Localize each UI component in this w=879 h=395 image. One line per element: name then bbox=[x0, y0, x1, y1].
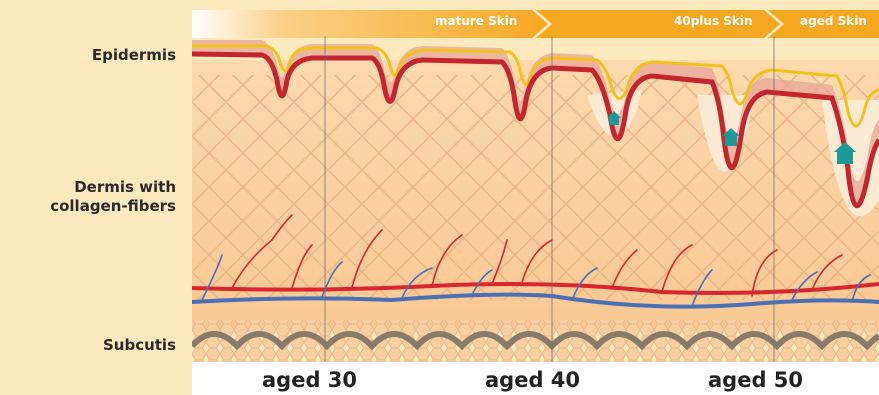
age-label-30: aged 30 bbox=[262, 368, 357, 392]
dermis-label-line1: Dermis with bbox=[50, 178, 176, 197]
dermis-label-line2: collagen-fibers bbox=[50, 197, 176, 216]
age-stage-banner bbox=[192, 10, 879, 38]
banner-label-aged-skin: aged Skin bbox=[800, 14, 867, 28]
skin-illustration bbox=[192, 0, 879, 395]
banner-label-mature-skin: mature Skin bbox=[435, 14, 517, 28]
age-label-50: aged 50 bbox=[708, 368, 803, 392]
collagen-fibers bbox=[192, 75, 879, 300]
age-label-40: aged 40 bbox=[485, 368, 580, 392]
dermis-label: Dermis with collagen-fibers bbox=[50, 178, 176, 216]
epidermis-label: Epidermis bbox=[92, 46, 176, 65]
layer-labels: Epidermis Dermis with collagen-fibers Su… bbox=[0, 0, 190, 395]
subcutis-label: Subcutis bbox=[103, 336, 176, 355]
skin-cross-section-diagram: mature Skin 40plus Skin aged Skin aged 3… bbox=[192, 0, 879, 395]
banner-label-40plus-skin: 40plus Skin bbox=[674, 14, 753, 28]
